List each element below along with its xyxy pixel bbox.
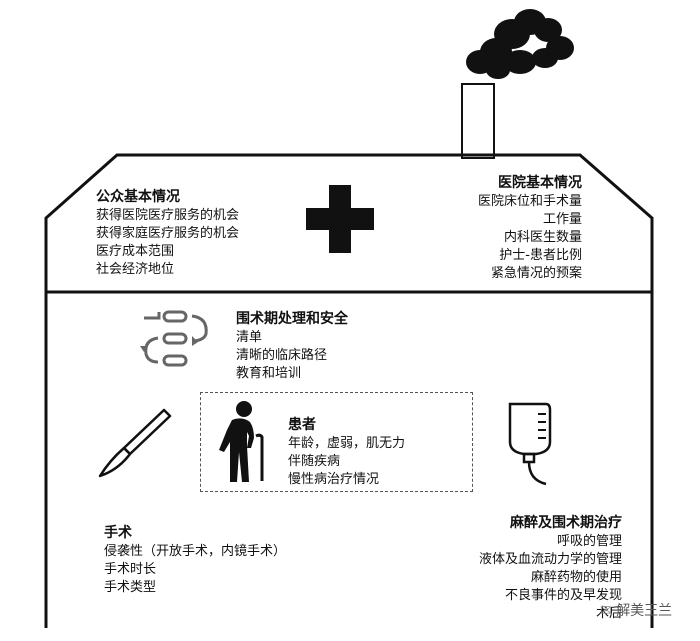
patient-title: 患者 bbox=[288, 417, 316, 433]
anesthesia-title: 麻醉及围术期治疗 bbox=[510, 515, 622, 531]
surgery-section: 手术 侵袭性（开放手术，内镜手术） 手术时长 手术类型 bbox=[104, 524, 286, 597]
patient-item: 慢性病治疗情况 bbox=[288, 472, 380, 487]
medical-cross-icon bbox=[306, 185, 374, 253]
patient-section: 患者 年龄，虚弱，肌无力 伴随疾病 慢性病治疗情况 bbox=[288, 416, 405, 489]
anesthesia-item: 液体及血流动力学的管理 bbox=[478, 552, 622, 567]
hospital-item: 医院床位和手术量 bbox=[477, 194, 582, 209]
watermark-text: 解美王兰 bbox=[616, 603, 673, 619]
iv-bag-icon bbox=[508, 402, 552, 486]
patient-item: 年龄，虚弱，肌无力 bbox=[288, 436, 406, 451]
hospital-section: 医院基本情况 医院床位和手术量 工作量 内科医生数量 护士-患者比例 紧急情况的… bbox=[478, 174, 582, 283]
process-cycle-icon bbox=[140, 310, 208, 367]
house-walls bbox=[44, 292, 654, 628]
hospital-item: 内科医生数量 bbox=[503, 230, 582, 245]
anesthesia-item: 呼吸的管理 bbox=[556, 534, 622, 549]
public-item: 获得家庭医疗服务的机会 bbox=[96, 226, 240, 241]
public-item: 社会经济地位 bbox=[96, 262, 175, 277]
patient-item: 伴随疾病 bbox=[288, 454, 341, 469]
anesthesia-item: 术后 bbox=[595, 606, 622, 621]
surgery-item: 手术类型 bbox=[104, 580, 157, 595]
anesthesia-section: 麻醉及围术期治疗 呼吸的管理 液体及血流动力学的管理 麻醉药物的使用 不良事件的… bbox=[479, 514, 622, 623]
smoke-icon bbox=[466, 9, 574, 79]
public-item: 获得医院医疗服务的机会 bbox=[96, 208, 240, 223]
hospital-item: 护士-患者比例 bbox=[499, 248, 582, 263]
public-section: 公众基本情况 获得医院医疗服务的机会 获得家庭医疗服务的机会 医疗成本范围 社会… bbox=[96, 188, 239, 279]
periop-item: 教育和培训 bbox=[236, 366, 302, 381]
anesthesia-item: 不良事件的及早发现 bbox=[504, 588, 622, 603]
periop-section: 围术期处理和安全 清单 清晰的临床路径 教育和培训 bbox=[236, 310, 348, 383]
watermark: ✉ 解美王兰 bbox=[600, 602, 672, 620]
anesthesia-item: 麻醉药物的使用 bbox=[530, 570, 622, 585]
chimney bbox=[461, 83, 495, 159]
periop-item: 清单 bbox=[236, 330, 263, 345]
hospital-title: 医院基本情况 bbox=[498, 175, 582, 191]
public-item: 医疗成本范围 bbox=[96, 244, 175, 259]
hospital-item: 工作量 bbox=[542, 212, 582, 227]
surgery-title: 手术 bbox=[104, 525, 132, 541]
public-title: 公众基本情况 bbox=[96, 189, 180, 205]
periop-title: 围术期处理和安全 bbox=[236, 311, 348, 327]
patient-box bbox=[200, 392, 473, 492]
scalpel-icon bbox=[98, 408, 172, 478]
house-roof bbox=[44, 153, 654, 292]
surgery-item: 侵袭性（开放手术，内镜手术） bbox=[104, 544, 287, 559]
periop-item: 清晰的临床路径 bbox=[236, 348, 328, 363]
elderly-person-icon bbox=[219, 401, 264, 482]
hospital-item: 紧急情况的预案 bbox=[490, 266, 582, 281]
wechat-icon: ✉ bbox=[600, 603, 617, 619]
surgery-item: 手术时长 bbox=[104, 562, 157, 577]
